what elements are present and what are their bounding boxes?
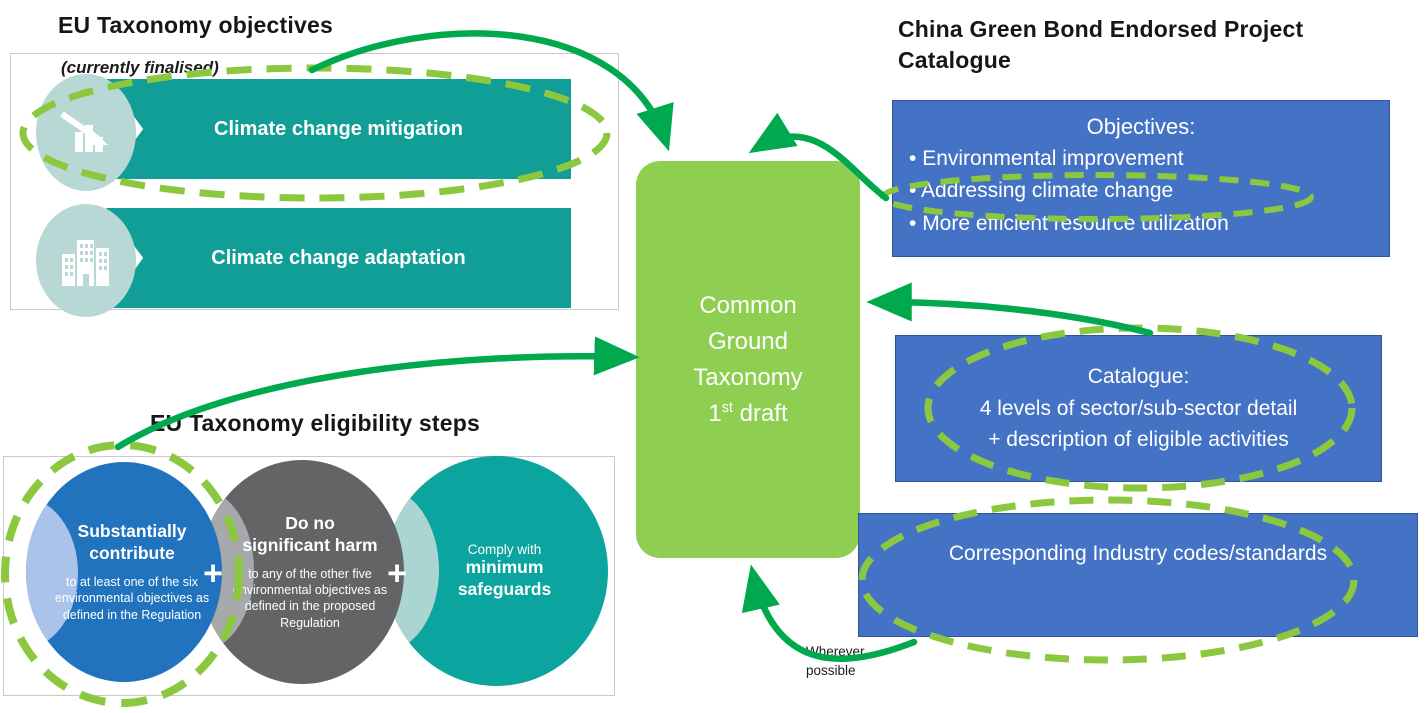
eu-objectives-panel: (currently finalised) Climate change mit… [10, 53, 619, 317]
china-objective-item: Environmental improvement [909, 143, 1389, 176]
china-objectives-box: Objectives: Environmental improvement Ad… [892, 100, 1390, 257]
catalogue-line-3: + description of eligible activities [988, 428, 1289, 452]
step2-body: to any of the other five environmental o… [232, 566, 388, 630]
declining-chart-glyph [60, 111, 108, 152]
step1-title-line1: Substantially [77, 521, 187, 542]
draft-word: draft [732, 399, 788, 427]
catalogue-line-1: Catalogue: [1087, 365, 1190, 389]
plus-sign: + [387, 554, 407, 593]
eu-objectives-heading: EU Taxonomy objectives [58, 12, 333, 38]
common-ground-taxonomy-box: Common Ground Taxonomy 1st draft [636, 161, 860, 558]
central-line-1: Common [699, 291, 797, 319]
banner-climate-adaptation: Climate change adaptation [106, 208, 571, 308]
step2-title-line1: Do no [285, 513, 335, 534]
draft-superscript: st [721, 399, 733, 416]
step3-intro: Comply with [467, 541, 542, 557]
step-substantially-contribute: Substantially contribute to at least one… [26, 462, 222, 682]
china-catalogue-box: Catalogue: 4 levels of sector/sub-sector… [895, 335, 1382, 482]
eligibility-heading: EU Taxonomy eligibility steps [150, 410, 481, 436]
buildings-glyph [62, 239, 109, 286]
catalogue-line-2: 4 levels of sector/sub-sector detail [979, 396, 1298, 420]
central-line-3: Taxonomy [693, 363, 803, 391]
central-draft-line: 1st draft [693, 396, 802, 432]
china-objective-item: Addressing climate change [909, 175, 1389, 208]
wherever-possible-label: Wherever possible [806, 644, 865, 678]
step-minimum-safeguards: Comply with minimum safeguards [385, 456, 608, 686]
central-line-2: Ground [707, 327, 789, 355]
step1-body: to at least one of the six environmental… [54, 575, 210, 622]
arrow-catalogue-to-cgt [866, 282, 1154, 337]
china-objective-item: More efficient resource utilization [909, 208, 1389, 241]
step-crescent [26, 497, 78, 649]
draft-number: 1 [708, 399, 722, 427]
banner-climate-adaptation-label: Climate change adaptation [211, 246, 466, 269]
step3-title-line1: minimum [465, 556, 544, 577]
step-do-no-significant-harm: Do no significant harm to any of the oth… [200, 460, 404, 684]
industry-codes-box: Corresponding Industry codes/standards [858, 513, 1418, 637]
step3-title-line2: safeguards [457, 578, 552, 599]
declining-chart-icon [36, 74, 136, 191]
china-objectives-title: Objectives: [1086, 114, 1196, 139]
step2-title-line2: significant harm [242, 535, 378, 555]
buildings-icon [36, 204, 136, 317]
banner-climate-mitigation-label: Climate change mitigation [214, 117, 463, 140]
plus-sign: + [203, 554, 223, 593]
step1-title-line2: contribute [89, 543, 175, 564]
china-catalogue-heading: China Green Bond Endorsed Project Catalo… [898, 16, 1304, 74]
banner-climate-mitigation: Climate change mitigation [106, 79, 571, 179]
china-objectives-list: Environmental improvement Addressing cli… [893, 143, 1389, 241]
